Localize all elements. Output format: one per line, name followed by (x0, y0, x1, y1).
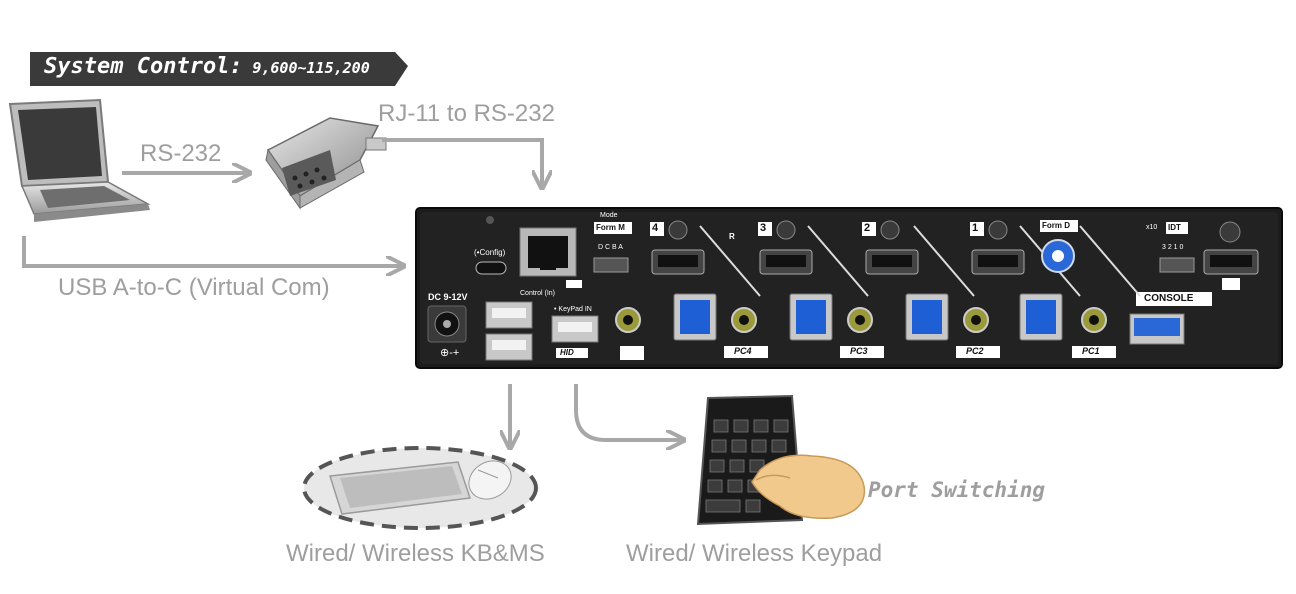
console-section (1079, 221, 1259, 345)
form-m-label: Form M (596, 223, 625, 232)
port-number-4: 4 (652, 222, 659, 234)
hand-image (751, 454, 866, 519)
dc-label: DC 9-12V (428, 292, 468, 302)
control-in-label: Control (In) (520, 290, 556, 297)
idt-label: IDT (1168, 223, 1181, 232)
port-number-3: 3 (760, 222, 767, 234)
keyboard-mouse-image (302, 446, 538, 530)
port-tag-pc1: PC1 (1082, 346, 1100, 356)
usb-a-keypad-port (551, 315, 599, 358)
port-switching-label: Port Switching (868, 478, 1046, 502)
console-label: CONSOLE (1144, 293, 1194, 304)
rj11-arrow (382, 138, 542, 186)
r-label: R (729, 232, 735, 241)
usb-c-config-port (475, 216, 507, 275)
laptop-image (8, 98, 151, 222)
dip-numbers-label: 3 2 1 0 (1162, 244, 1184, 251)
usb-a-hid-ports (485, 301, 533, 361)
svg-text:⊕-+: ⊕-+ (440, 347, 459, 359)
dc-power-jack: ⊕-+ (427, 305, 467, 359)
mode-dip-switch (593, 222, 632, 273)
dip-letters-label: D C B A (598, 244, 623, 251)
rj11-to-rs232-label: RJ-11 to RS-232 (378, 100, 555, 127)
usb-a-to-c-arrow (22, 236, 402, 266)
rj11-control-port (519, 227, 582, 288)
form-d-label: Form D (1042, 221, 1070, 230)
port-number-1: 1 (972, 222, 979, 234)
keypad-in-label: • KeyPad IN (554, 306, 592, 313)
banner-title: System Control: (44, 54, 243, 79)
pc-port-block-3 (758, 220, 884, 358)
port-tag-pc3: PC3 (850, 346, 868, 356)
rs232-label: RS-232 (140, 140, 222, 167)
port-number-2: 2 (864, 222, 871, 234)
config-label: (•Config) (474, 248, 506, 257)
wired-wireless-keypad-label: Wired/ Wireless Keypad (626, 540, 883, 567)
mode-label: Mode (600, 212, 618, 219)
kvm-rear-panel: ⊕-+ (415, 207, 1283, 369)
wired-wireless-kbms-label: Wired/ Wireless KB&MS (286, 540, 545, 567)
banner-baud-range: 9,600~115,200 (252, 59, 370, 77)
usb-a-to-c-label: USB A-to-C (Virtual Com) (58, 274, 330, 301)
console-audio-jack (615, 307, 644, 360)
form-d-rotary-switch (1040, 220, 1078, 273)
port-tag-pc4: PC4 (734, 346, 752, 356)
pc-port-block-2 (862, 220, 1000, 358)
keypad-arrow (574, 384, 682, 440)
hid-label: HID (560, 348, 574, 357)
pc-port-block-4 (650, 220, 768, 358)
rs232-adapter-image (265, 117, 387, 210)
pc-port-block-1 (970, 220, 1116, 358)
system-control-banner (30, 52, 408, 86)
port-tag-pc2: PC2 (966, 346, 984, 356)
system-control-banner-text: System Control: 9,600~115,200 (44, 54, 370, 79)
x10-label: x10 (1146, 224, 1158, 231)
